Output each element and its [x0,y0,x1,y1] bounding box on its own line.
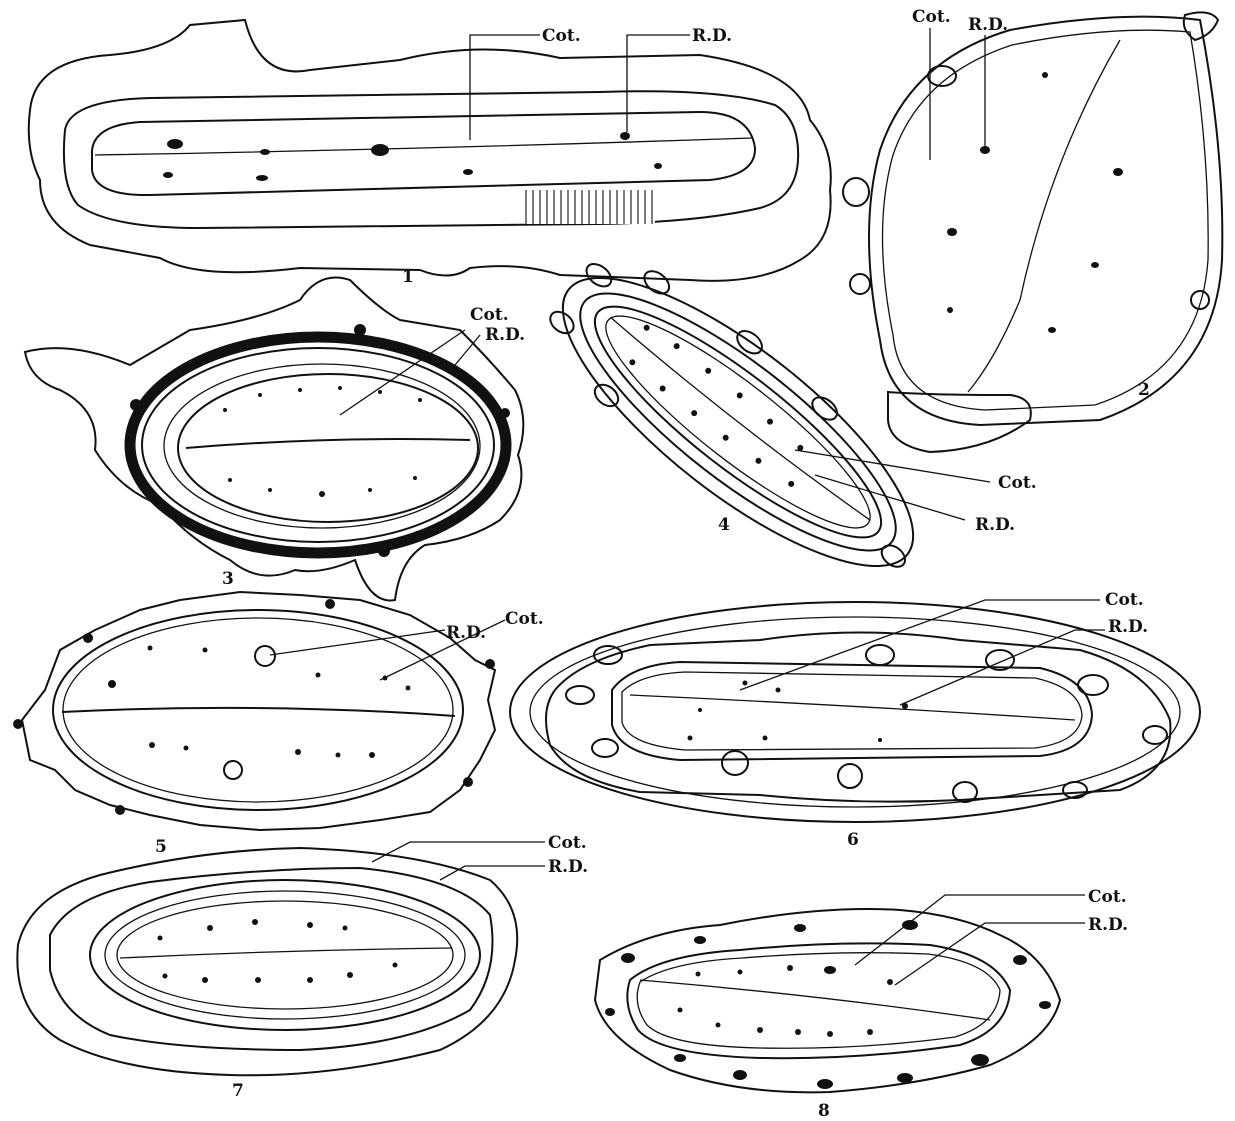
fig1-cotyledon-split [95,138,752,155]
fig2-number: 2 [1138,380,1150,400]
fig3-cot-label: Cot. [470,305,509,325]
figure-1: Cot. R.D. 1 [29,20,831,287]
figure-7: Cot. R.D. 7 [17,833,588,1101]
fig1-number: 1 [402,267,414,287]
fig3-dark-testa [130,337,506,553]
fig8-rd-label: R.D. [1088,915,1128,935]
fig8-radicle-dots [678,965,894,1037]
figure-5: R.D. Cot. 5 [13,592,544,857]
fig1-palisade-patch [525,190,655,224]
fig8-outer-pulp [595,909,1060,1092]
fig5-radicle-dots [108,646,411,780]
fig6-cot-label: Cot. [1105,590,1144,610]
fig8-glands [605,920,1051,1089]
fig8-embryo [637,953,1000,1049]
fig5-rd-label: R.D. [446,623,486,643]
fig1-cot-label: Cot. [542,26,581,46]
figure-6: Cot. R.D. 6 [510,590,1200,850]
fig5-cot-label: Cot. [505,609,544,629]
fig8-number: 8 [818,1101,830,1121]
fig2-rd-label: R.D. [968,15,1008,35]
fig4-number: 4 [718,515,730,535]
fig5-cotyledon-split [62,708,455,716]
figure-8: Cot. R.D. 8 [595,887,1128,1121]
fig7-number: 7 [232,1081,244,1101]
fig4-glands [527,228,959,611]
fig2-cotyledon-split [968,40,1120,392]
fig6-inner-ring [612,662,1092,760]
fig6-radicle-dots [688,681,909,743]
fig6-palisade [546,633,1170,802]
fig7-embryo [117,901,453,1009]
fig7-rd-label: R.D. [548,857,588,877]
fig6-cotyledon-split [630,695,1075,720]
fig6-rd-label: R.D. [1108,617,1148,637]
fig1-radicle-dots [163,132,662,181]
fig2-inner-ring [883,30,1209,410]
fig6-number: 6 [847,830,859,850]
figure-2: Cot. R.D. 2 [843,7,1222,452]
fig1-rd-label: R.D. [692,26,732,46]
fig6-glands [566,645,1167,802]
fig7-palisade [50,868,493,1050]
fig6-outer-pulp [510,602,1200,822]
fig5-number: 5 [155,837,167,857]
fig7-cotyledon-split [120,948,452,958]
figure-3: Cot. R.D. 3 [25,278,525,601]
fig8-cotyledon-split [640,980,990,1020]
fig7-radicle-dots [158,919,398,983]
fig3-number: 3 [222,569,234,589]
fig7-cot-label: Cot. [548,833,587,853]
fig7-ring-2 [105,891,465,1019]
fig7-inner-ring [90,880,480,1030]
fig4-cot-label: Cot. [998,473,1037,493]
fig1-outer-pulp [29,20,831,281]
fig4-rd-label: R.D. [975,515,1015,535]
figure-4: Cot. R.D. 4 [524,227,1036,613]
fig2-cot-label: Cot. [912,7,951,27]
fig3-rd-label: R.D. [485,325,525,345]
fig6-ring [530,617,1180,807]
fig7-outer-pulp [17,848,517,1075]
fig8-cot-label: Cot. [1088,887,1127,907]
fig2-radicle-dots [947,72,1123,333]
